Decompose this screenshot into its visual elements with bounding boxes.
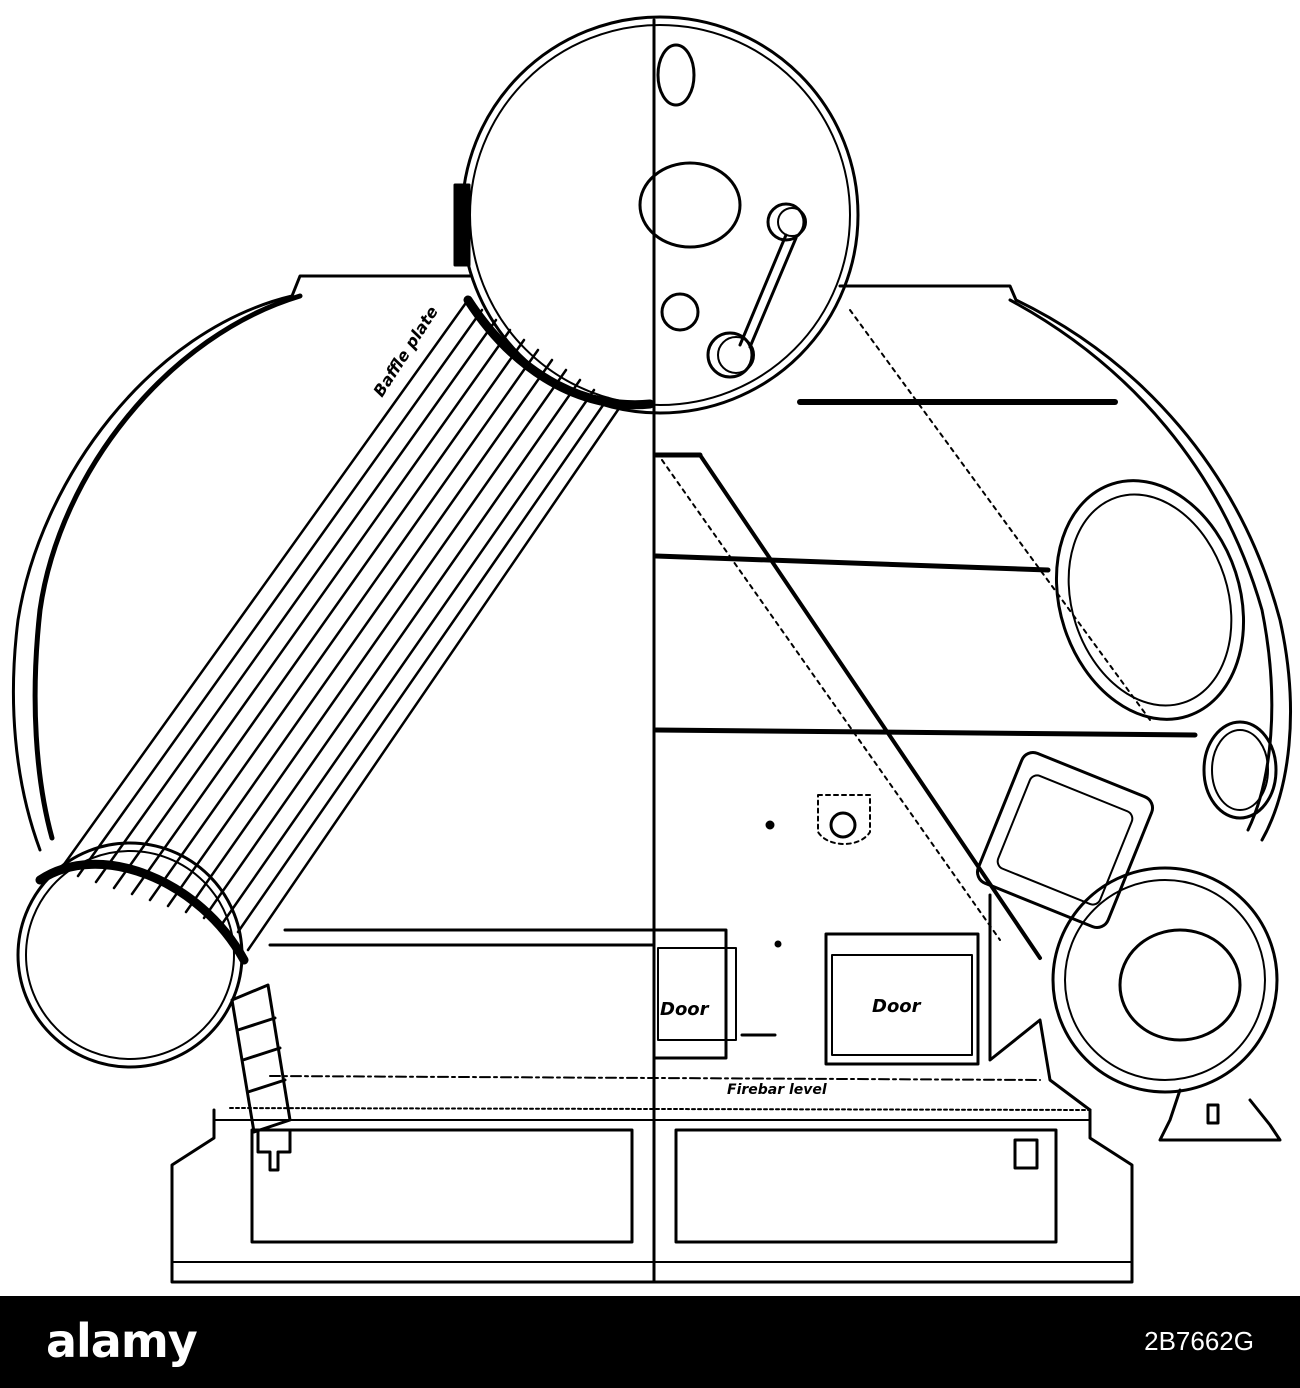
dotted-guide-b xyxy=(661,459,1001,941)
drum-seam-strap xyxy=(453,183,471,267)
grate-line xyxy=(229,1107,1091,1111)
drum-oval-opening xyxy=(638,161,742,249)
right-header-opening xyxy=(1118,928,1242,1042)
drum-fitting-small xyxy=(660,292,700,332)
header-box xyxy=(975,750,1155,930)
watermark-bar: alamy 2B7662G xyxy=(0,1296,1300,1388)
left-casing-outline xyxy=(11,274,472,852)
right-header-drum-inner xyxy=(1064,879,1266,1081)
steam-drum xyxy=(460,15,860,415)
tube-bank xyxy=(58,298,624,952)
firebar-level-line xyxy=(269,1075,1041,1081)
image-code: 2B7662G xyxy=(1144,1326,1254,1356)
drum-manhole xyxy=(656,43,696,107)
mud-drum-tube-plate xyxy=(35,859,249,965)
alamy-logo: alamy xyxy=(46,1314,198,1368)
firebrick-pier xyxy=(230,983,292,1134)
dotted-guide-a xyxy=(849,309,1151,721)
drum-fitting-upper xyxy=(766,202,806,242)
support-foot-bolt xyxy=(1206,1103,1220,1125)
baffle-shelf-2 xyxy=(653,553,1051,573)
right-header-drum xyxy=(1051,866,1279,1094)
drum-fitting-lower xyxy=(706,331,754,379)
small-sight-hole-inner xyxy=(1211,729,1269,811)
mud-drum-inner xyxy=(25,850,235,1060)
right-door-frame xyxy=(824,932,980,1066)
rivet-dot-b xyxy=(774,940,782,948)
burner-port xyxy=(829,811,857,839)
boiler-cross-section-drawing: Baffle plate Door Door Firebar level xyxy=(11,15,1292,1284)
tube-plate-upper xyxy=(463,295,655,410)
furnace-right-wall xyxy=(988,893,1092,1112)
firebar-level-label: Firebar level xyxy=(727,1082,827,1098)
oval-manhole-right-inner xyxy=(1067,493,1233,707)
right-support-foot xyxy=(1158,1088,1282,1142)
steam-drum-inner xyxy=(469,24,851,406)
right-casing-outline xyxy=(838,284,1292,842)
burner-shield xyxy=(817,794,871,845)
baffle-shelf-3 xyxy=(653,727,1198,738)
drum-fitting-upper-inner xyxy=(777,207,807,237)
ash-pit-right xyxy=(674,1128,1058,1244)
ash-pit-left xyxy=(250,1128,634,1244)
left-door-frame xyxy=(652,928,728,1060)
right-door-panel xyxy=(831,954,973,1056)
left-door-panel xyxy=(657,947,737,1041)
rivet-dot-a xyxy=(765,820,775,830)
drum-fitting-lower-inner xyxy=(717,336,755,374)
ash-pit-fitting xyxy=(1013,1138,1039,1170)
mud-drum-blowoff xyxy=(256,1128,292,1172)
door-label-right: Door xyxy=(872,996,922,1017)
drum-lever-arm xyxy=(738,233,788,347)
sloping-baffle xyxy=(698,453,1042,960)
firebrick-joint-b xyxy=(241,1046,282,1062)
base-outline xyxy=(170,1108,1134,1284)
header-box-inner xyxy=(996,774,1134,906)
door-label-left: Door xyxy=(660,999,710,1020)
oval-manhole-right xyxy=(1054,479,1246,721)
left-casing-inner-line xyxy=(32,293,303,841)
firebrick-joint-a xyxy=(236,1016,277,1032)
small-sight-hole xyxy=(1202,720,1278,820)
firebrick-joint-c xyxy=(246,1078,287,1094)
drum-lever-arm-b xyxy=(748,236,798,349)
